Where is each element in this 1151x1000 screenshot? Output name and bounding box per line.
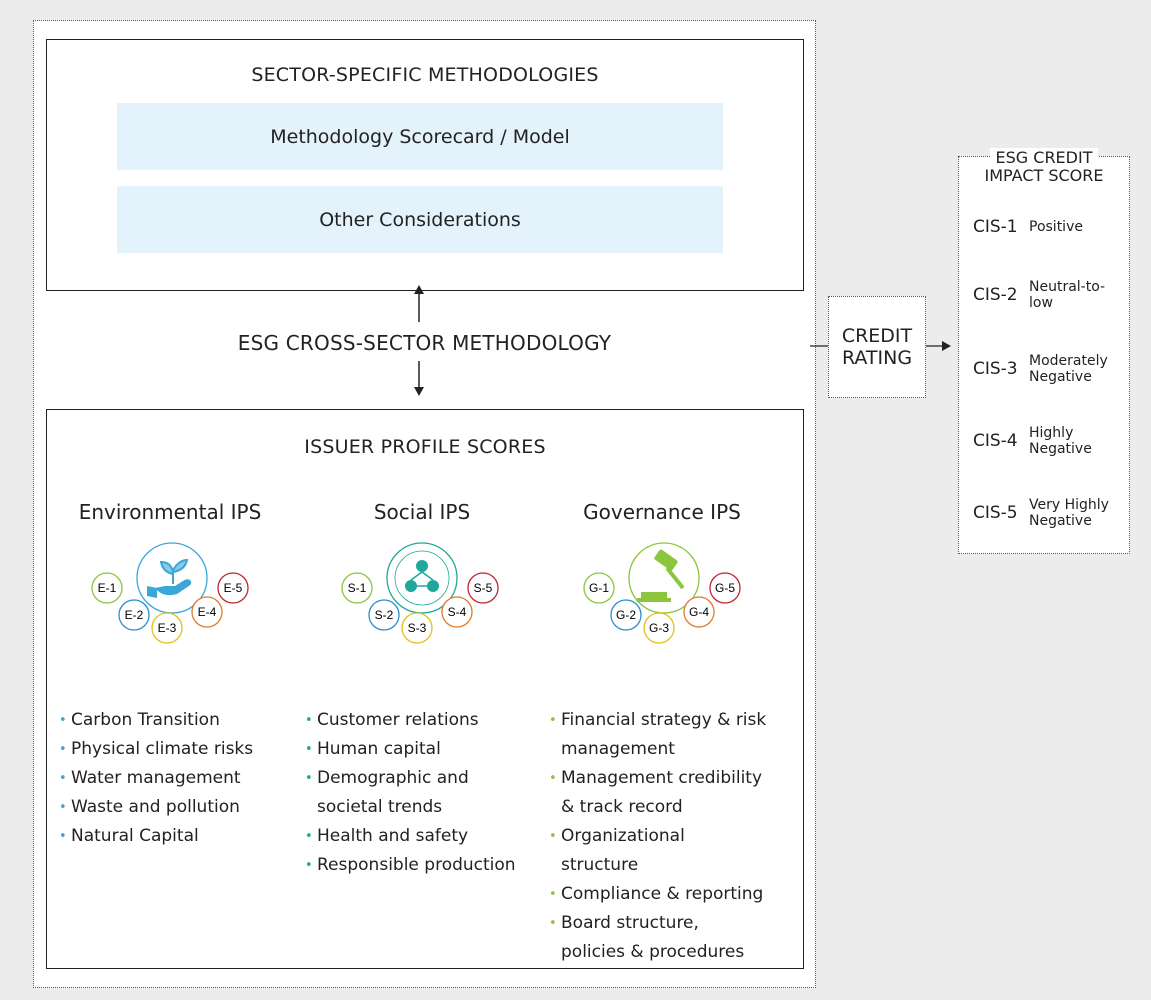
governance-icon-cluster: G-1 G-2 G-3 G-4 G-5: [583, 542, 741, 644]
cis-title-line1: ESG CREDIT: [989, 148, 1099, 167]
social-factor-list: Customer relations Human capital Demogra…: [305, 706, 545, 880]
arrow-down-icon: [414, 361, 424, 396]
list-item: Waste and pollution: [59, 793, 299, 822]
cross-sector-title: ESG CROSS-SECTOR METHODOLOGY: [237, 331, 612, 355]
methodology-frame: SECTOR-SPECIFIC METHODOLOGIES Methodolog…: [33, 20, 816, 988]
badge-ring: [91, 572, 123, 604]
credit-rating-line1: CREDIT: [841, 325, 913, 347]
list-item: Health and safety: [305, 822, 545, 851]
gavel-icon: [628, 542, 700, 614]
list-item: Management credibility: [549, 764, 799, 793]
list-item-continuation: structure: [561, 855, 639, 875]
issuer-profile-title: ISSUER PROFILE SCORES: [304, 436, 546, 458]
credit-rating-line2: RATING: [841, 347, 913, 369]
arrow-right-icon: [926, 341, 951, 351]
list-item-continuation: management: [561, 739, 675, 759]
list-item-continuation: & track record: [561, 797, 683, 817]
sector-specific-box: SECTOR-SPECIFIC METHODOLOGIES Methodolog…: [46, 39, 804, 291]
esg-credit-impact-score-box: ESG CREDIT IMPACT SCORE CIS-1 Positive C…: [958, 148, 1130, 554]
list-item: Natural Capital: [59, 822, 299, 851]
badge-s3: S-3: [408, 621, 427, 635]
badge-s5: S-5: [474, 581, 493, 595]
methodology-scorecard-band: Methodology Scorecard / Model: [117, 103, 723, 170]
cis-row-2: CIS-2 Neutral-to-low: [973, 279, 1105, 311]
badge-e3: E-3: [158, 621, 177, 635]
list-item: Financial strategy & risk: [549, 706, 799, 735]
list-item: Organizational: [549, 822, 799, 851]
badge-s4: S-4: [448, 605, 467, 619]
list-item: Compliance & reporting: [549, 880, 799, 909]
list-item: Carbon Transition: [59, 706, 299, 735]
sector-specific-title: SECTOR-SPECIFIC METHODOLOGIES: [251, 64, 599, 86]
badge-e5: E-5: [224, 581, 243, 595]
governance-ips-title: Governance IPS: [583, 500, 741, 524]
cis-code: CIS-1: [973, 217, 1018, 237]
cis-row-1: CIS-1 Positive: [973, 217, 1083, 237]
cis-label: Positive: [1029, 219, 1083, 235]
list-item: Physical climate risks: [59, 735, 299, 764]
cis-label: Neutral-to-low: [1029, 279, 1106, 311]
list-item: Human capital: [305, 735, 545, 764]
badge-s2: S-2: [375, 608, 394, 622]
other-considerations-band: Other Considerations: [117, 186, 723, 253]
cis-title: ESG CREDIT IMPACT SCORE: [959, 148, 1129, 185]
list-item: Demographic and: [305, 764, 545, 793]
cis-title-line2: IMPACT SCORE: [978, 166, 1110, 185]
cis-code: CIS-4: [973, 431, 1018, 451]
badge-e1: E-1: [98, 581, 117, 595]
cis-code: CIS-5: [973, 503, 1018, 523]
governance-factor-list: Financial strategy & risk management Man…: [549, 706, 799, 967]
list-item: Customer relations: [305, 706, 545, 735]
cis-code: CIS-3: [973, 359, 1018, 379]
issuer-profile-box: ISSUER PROFILE SCORES Environmental IPS …: [46, 409, 804, 969]
credit-rating-box: CREDIT RATING: [828, 296, 926, 398]
cis-code: CIS-2: [973, 285, 1018, 305]
connector-line: [810, 345, 828, 347]
list-item: Responsible production: [305, 851, 545, 880]
environmental-factor-list: Carbon Transition Physical climate risks…: [59, 706, 299, 851]
list-item: Board structure,: [549, 909, 799, 938]
list-item-continuation: societal trends: [317, 797, 443, 817]
badge-g5: G-5: [715, 581, 735, 595]
list-item: Water management: [59, 764, 299, 793]
badge-g3: G-3: [649, 621, 669, 635]
social-ips-title: Social IPS: [373, 500, 471, 524]
badge-g1: G-1: [589, 581, 609, 595]
badge-e2: E-2: [125, 608, 144, 622]
environmental-icon-cluster: E-1 E-2 E-3 E-4 E-5: [91, 542, 249, 644]
badge-s1: S-1: [348, 581, 367, 595]
plant-in-hand-icon: [136, 542, 208, 614]
list-item-continuation: policies & procedures: [561, 942, 745, 962]
environmental-ips-title: Environmental IPS: [78, 500, 262, 524]
people-network-icon: [386, 542, 458, 614]
arrow-up-icon: [414, 285, 424, 322]
badge-g2: G-2: [616, 608, 636, 622]
social-icon-cluster: S-1 S-2 S-3 S-4 S-5: [341, 542, 499, 644]
badge-g4: G-4: [689, 605, 709, 619]
badge-e4: E-4: [198, 605, 217, 619]
